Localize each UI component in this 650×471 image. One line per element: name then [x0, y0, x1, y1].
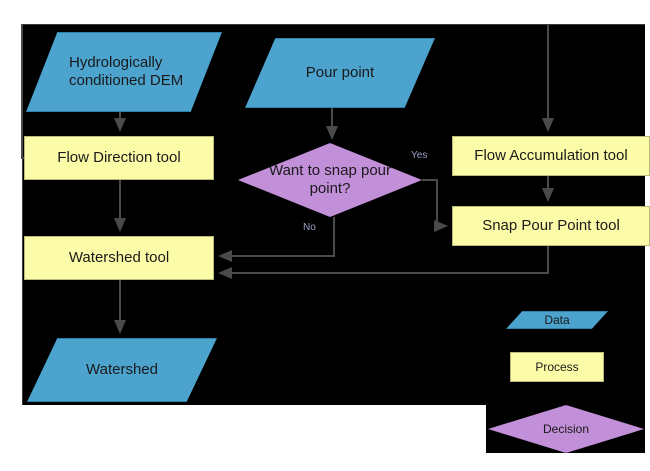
node-hydrologically-conditioned-dem[interactable]: Hydrologically conditioned DEM: [26, 32, 222, 112]
legend-item-data: Data: [506, 311, 608, 329]
branch-label-yes: Yes: [411, 150, 428, 161]
node-pour-point[interactable]: Pour point: [245, 38, 435, 108]
node-flow-accumulation-tool[interactable]: Flow Accumulation tool: [452, 136, 650, 176]
node-flow-direction-tool[interactable]: Flow Direction tool: [24, 136, 214, 180]
node-watershed[interactable]: Watershed: [27, 338, 217, 402]
node-label: Want to snap pour point?: [268, 161, 391, 197]
node-label: Flow Accumulation tool: [474, 146, 628, 164]
node-label: Hydrologically conditioned DEM: [69, 53, 184, 89]
legend-label: Data: [544, 313, 570, 327]
node-watershed-tool[interactable]: Watershed tool: [24, 236, 214, 280]
node-label: Watershed tool: [68, 248, 170, 266]
legend-label: Process: [535, 360, 579, 374]
node-label: Pour point: [305, 63, 375, 81]
legend-label: Decision: [542, 422, 590, 436]
node-label: Watershed: [86, 360, 158, 378]
node-label: Flow Direction tool: [57, 148, 181, 166]
node-snap-pour-point-tool[interactable]: Snap Pour Point tool: [452, 206, 650, 246]
node-label: Snap Pour Point tool: [482, 216, 620, 234]
branch-label-no: No: [303, 222, 316, 233]
legend-item-process: Process: [510, 352, 604, 382]
